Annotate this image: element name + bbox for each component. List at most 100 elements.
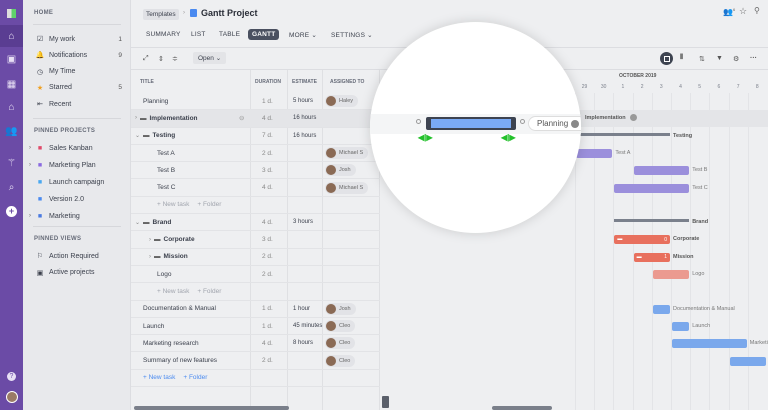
tab-table[interactable]: TABLE: [219, 31, 240, 38]
pinned-project-launch-campaign[interactable]: ■Launch campaign: [23, 174, 131, 190]
gantt-view-toggle[interactable]: [660, 52, 673, 65]
assignee-chip[interactable]: Cleo: [325, 354, 356, 367]
column-title[interactable]: TITLE: [140, 78, 154, 85]
splitter-handle[interactable]: [382, 396, 389, 408]
pinned-project-marketing[interactable]: ›■Marketing: [23, 208, 131, 224]
pinned-view-action-required[interactable]: ⚐Action Required: [23, 248, 131, 264]
assignee-chip[interactable]: Cleo: [325, 337, 356, 350]
chevron-right-icon[interactable]: ›: [29, 162, 31, 168]
task-title[interactable]: Testing: [152, 132, 176, 140]
planning-label[interactable]: Planning: [528, 116, 581, 131]
assignee-chip[interactable]: Cleo: [325, 320, 356, 333]
table-row[interactable]: + New task + Folder: [131, 197, 380, 215]
filter-lines-icon[interactable]: ≑: [172, 56, 178, 63]
resize-end-handle-icon[interactable]: ◀|▶: [501, 133, 516, 142]
help-icon[interactable]: ?: [0, 365, 23, 387]
chevron-right-icon[interactable]: ›: [135, 115, 137, 122]
chevron-right-icon[interactable]: ›: [29, 213, 31, 219]
gantt-bar[interactable]: [614, 183, 690, 193]
gantt-bar[interactable]: [652, 270, 690, 279]
building-icon[interactable]: ⌂: [8, 101, 15, 113]
chevron-right-icon[interactable]: ›: [29, 145, 31, 151]
gantt-bar[interactable]: [672, 321, 690, 331]
tab-summary[interactable]: SUMMARY: [146, 31, 181, 38]
avatar[interactable]: [0, 386, 23, 408]
members-icon[interactable]: 👥6: [723, 7, 736, 17]
planning-bar[interactable]: [426, 117, 516, 130]
sort-icon[interactable]: ⇅: [699, 56, 705, 63]
chevron-right-icon[interactable]: ›: [149, 253, 151, 260]
task-title[interactable]: Corporate: [163, 236, 195, 244]
tab-gantt[interactable]: GANTT: [248, 29, 280, 40]
home-icon[interactable]: ⌂: [0, 25, 23, 47]
assignee-chip[interactable]: Josh: [325, 164, 356, 177]
resize-start-handle-icon[interactable]: ◀|▶: [418, 133, 433, 142]
task-title[interactable]: Mission: [163, 253, 188, 261]
tab-list[interactable]: LIST: [191, 31, 206, 38]
sidebar-item-recent[interactable]: ⇤Recent: [23, 96, 131, 112]
task-title[interactable]: Logo: [157, 270, 172, 278]
horizontal-scrollbar[interactable]: [134, 406, 289, 410]
gantt-bar[interactable]: [729, 356, 766, 366]
new-folder-link[interactable]: + Folder: [197, 287, 222, 295]
briefcase-icon[interactable]: ▣: [6, 53, 17, 65]
task-title[interactable]: Test B: [157, 166, 176, 174]
assignee-chip[interactable]: Michael S: [325, 181, 369, 194]
assignee-chip[interactable]: Josh: [325, 302, 356, 315]
wand-icon[interactable]: ⚚: [7, 157, 16, 169]
task-title[interactable]: Implementation: [149, 114, 198, 122]
pin-icon[interactable]: ⚲: [754, 6, 760, 15]
filter-icon[interactable]: ▼: [716, 55, 723, 62]
gantt-scrollbar[interactable]: [492, 406, 552, 410]
plus-icon[interactable]: +: [0, 200, 23, 222]
new-task-link[interactable]: + New task: [157, 287, 190, 295]
assignee-chip[interactable]: Haley: [325, 95, 359, 108]
people-icon[interactable]: 👥: [5, 125, 18, 137]
gantt-bar[interactable]: [633, 166, 690, 176]
task-title[interactable]: Marketing research: [143, 339, 199, 347]
new-task-link[interactable]: + New task: [157, 201, 190, 209]
task-title[interactable]: Test C: [157, 184, 176, 192]
gantt-bar[interactable]: [576, 148, 613, 158]
tab-more[interactable]: MORE⌄: [289, 31, 317, 39]
board-icon[interactable]: ▦: [6, 78, 17, 90]
gantt-bar[interactable]: [652, 304, 670, 314]
task-title[interactable]: Documentation & Manual: [143, 305, 216, 313]
column-assigned[interactable]: ASSIGNED TO: [330, 78, 365, 85]
summary-bar[interactable]: [576, 132, 670, 136]
search-icon[interactable]: ⌕: [8, 181, 15, 193]
gantt-bar[interactable]: ▬0: [614, 235, 670, 245]
chevron-right-icon[interactable]: ›: [149, 236, 151, 243]
tab-settings[interactable]: SETTINGS⌄: [331, 31, 373, 39]
sidebar-item-my-time[interactable]: ◷My Time: [23, 64, 131, 80]
columns-icon[interactable]: ⦀: [680, 54, 684, 61]
open-dropdown[interactable]: Open ⌄: [193, 52, 227, 64]
fit-icon[interactable]: ⤢: [143, 55, 149, 62]
table-row[interactable]: ›▬Implementation⊖4 d.16 hours: [131, 110, 380, 128]
settings-icon[interactable]: ⚙: [733, 56, 740, 63]
pinned-project-sales-kanban[interactable]: ›■Sales Kanban: [23, 140, 131, 156]
new-folder-link[interactable]: + Folder: [197, 201, 222, 209]
gantt-bar[interactable]: ▬1: [633, 252, 670, 262]
chevron-down-icon[interactable]: ⌄: [135, 219, 141, 226]
column-estimate[interactable]: ESTIMATE: [292, 78, 317, 85]
task-title[interactable]: Planning: [143, 97, 169, 105]
pinned-project-version-2.0[interactable]: ■Version 2.0: [23, 191, 131, 207]
logo-icon[interactable]: [0, 2, 23, 24]
gantt-bar[interactable]: [672, 339, 747, 349]
star-icon[interactable]: ☆: [739, 6, 748, 16]
task-title[interactable]: Summary of new features: [143, 357, 218, 365]
summary-bar[interactable]: [614, 219, 690, 223]
table-row[interactable]: + New task+ Folder: [131, 370, 380, 388]
